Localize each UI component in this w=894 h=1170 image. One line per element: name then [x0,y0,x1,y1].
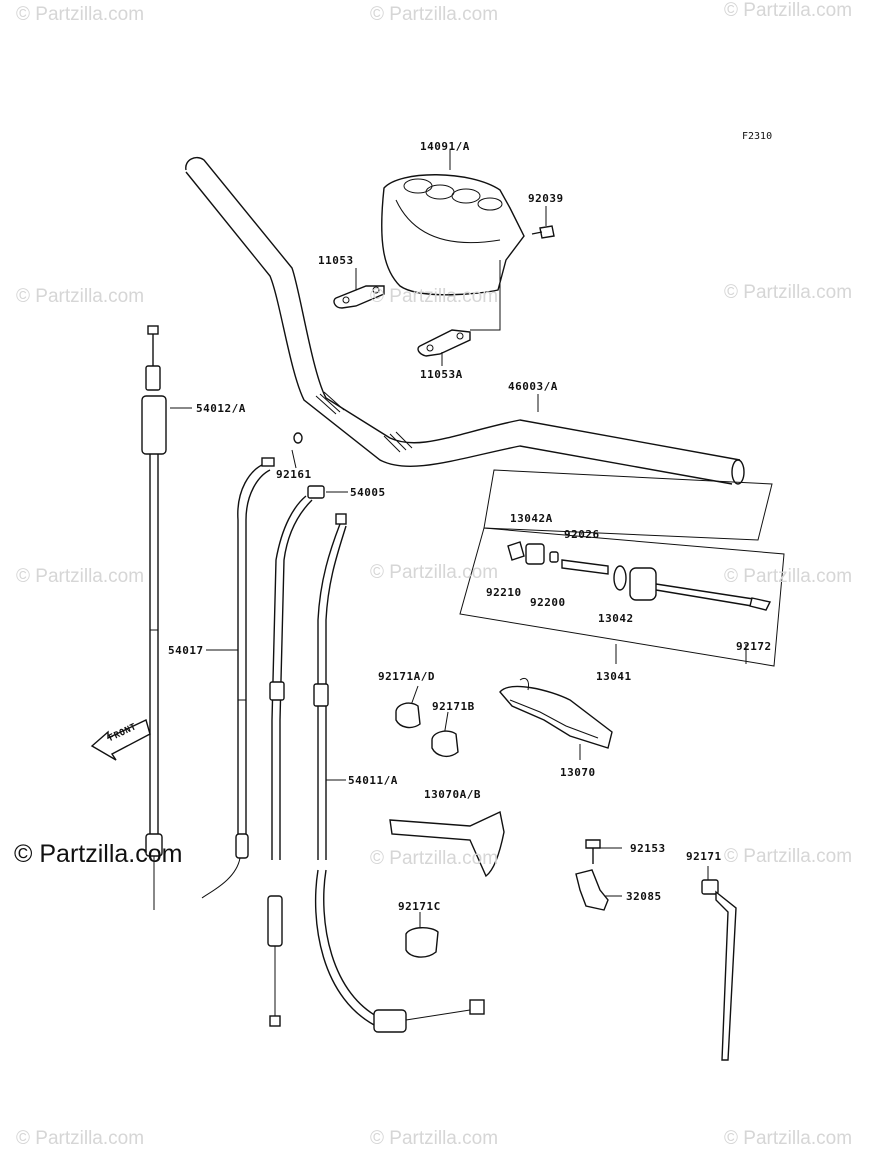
label-13070[interactable]: 13070 [560,766,596,779]
label-54005[interactable]: 54005 [350,486,386,499]
label-92161[interactable]: 92161 [276,468,312,481]
cable-54011[interactable] [313,513,485,1033]
label-13070a-b[interactable]: 13070A/B [424,788,481,801]
label-14091-a[interactable]: 14091/A [420,140,470,153]
watermark: © Partzilla.com [16,566,145,587]
mount-assembly-box [459,469,785,667]
watermark: © Partzilla.com [370,848,499,869]
label-92171[interactable]: 92171 [686,850,722,863]
label-54017[interactable]: 54017 [168,644,204,657]
cable-54005[interactable] [267,485,325,1027]
cable-54012[interactable] [141,325,167,910]
clip-92171c[interactable] [405,927,439,958]
label-92026[interactable]: 92026 [564,528,600,541]
brand-watermark: © Partzilla.com [14,840,183,868]
label-11053[interactable]: 11053 [318,254,354,267]
watermark: © Partzilla.com [370,4,499,25]
watermark: © Partzilla.com [724,566,853,587]
watermark: © Partzilla.com [724,1128,853,1149]
label-54012-a[interactable]: 54012/A [196,402,246,415]
cable-54017[interactable] [201,432,303,899]
screw-92039[interactable] [531,225,555,239]
watermark: © Partzilla.com [370,286,499,307]
label-11053a[interactable]: 11053A [420,368,463,381]
label-54011-a[interactable]: 54011/A [348,774,398,787]
label-13042a[interactable]: 13042A [510,512,553,525]
label-92039[interactable]: 92039 [528,192,564,205]
watermark: © Partzilla.com [16,286,145,307]
label-92171b[interactable]: 92171B [432,700,475,713]
bracket-11053[interactable] [333,285,385,309]
label-92171a-d[interactable]: 92171A/D [378,670,435,683]
label-32085[interactable]: 32085 [626,890,662,903]
bracket-11053a[interactable] [417,329,471,357]
front-arrow-icon [90,719,151,761]
watermark: © Partzilla.com [724,846,853,867]
bolt-92153[interactable] [585,839,601,864]
handlebar[interactable] [185,156,745,485]
label-92153[interactable]: 92153 [630,842,666,855]
clip-92171b[interactable] [431,730,459,758]
label-92210[interactable]: 92210 [486,586,522,599]
handlebar-cover[interactable] [381,174,525,296]
watermark: © Partzilla.com [724,282,853,303]
guide-13070ab[interactable] [389,810,505,878]
label-13041[interactable]: 13041 [596,670,632,683]
watermark: © Partzilla.com [724,0,853,21]
guide-13070[interactable] [499,677,613,749]
clip-92171ad[interactable] [395,702,421,729]
label-13042[interactable]: 13042 [598,612,634,625]
clamp-92171[interactable] [701,879,737,1061]
label-46003-a[interactable]: 46003/A [508,380,558,393]
watermark: © Partzilla.com [370,1128,499,1149]
label-92200[interactable]: 92200 [530,596,566,609]
watermark: © Partzilla.com [370,562,499,583]
bracket-32085[interactable] [575,869,609,911]
label-92172[interactable]: 92172 [736,640,772,653]
figure-code: F2310 [742,131,773,142]
mount-parts[interactable] [507,541,772,611]
watermark: © Partzilla.com [16,4,145,25]
label-92171c[interactable]: 92171C [398,900,441,913]
watermark: © Partzilla.com [16,1128,145,1149]
